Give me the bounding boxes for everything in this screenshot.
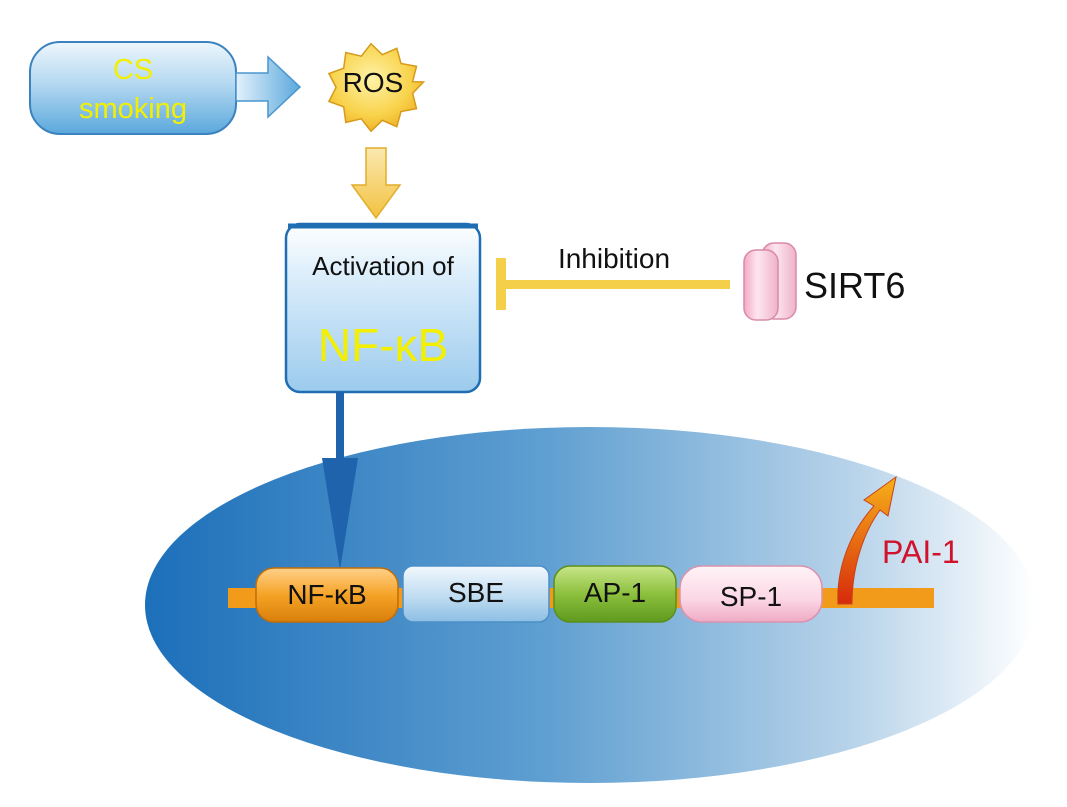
ros-label: ROS — [343, 67, 404, 98]
inhibition-line — [504, 280, 730, 289]
inhibition-bar — [496, 258, 506, 310]
cs-smoking-node: CS smoking — [29, 41, 237, 135]
activation-nfkb-node: Activation of NF-κB — [284, 222, 482, 394]
promoter-element-sbe: SBE — [402, 565, 550, 623]
promoter-element-nfkb: NF-κB — [255, 567, 399, 623]
ros-node — [327, 42, 426, 133]
promoter-sbe-label: SBE — [448, 577, 504, 608]
activation-line2: NF-κB — [318, 319, 448, 371]
promoter-ap1-label: AP-1 — [584, 577, 646, 608]
arrow-ros-to-activation — [350, 147, 402, 220]
inhibition-label: Inhibition — [558, 243, 670, 274]
promoter-element-ap1: AP-1 — [553, 565, 677, 623]
promoter-element-sp1: SP-1 — [679, 565, 823, 623]
sirt6-protein-icon — [743, 242, 797, 321]
arrow-activation-head — [322, 458, 358, 570]
promoter-sp1-label: SP-1 — [720, 581, 782, 612]
activation-line1: Activation of — [312, 251, 454, 281]
pai1-label: PAI-1 — [882, 534, 960, 570]
cs-smoking-line1: CS — [113, 54, 153, 86]
sirt6-label: SIRT6 — [804, 265, 905, 306]
arrow-cs-to-ros — [235, 55, 302, 119]
promoter-nfkb-label: NF-κB — [287, 579, 366, 610]
pai1-expression-arrow — [837, 475, 897, 605]
cs-smoking-line2: smoking — [79, 93, 187, 125]
arrow-activation-shaft — [336, 392, 344, 460]
